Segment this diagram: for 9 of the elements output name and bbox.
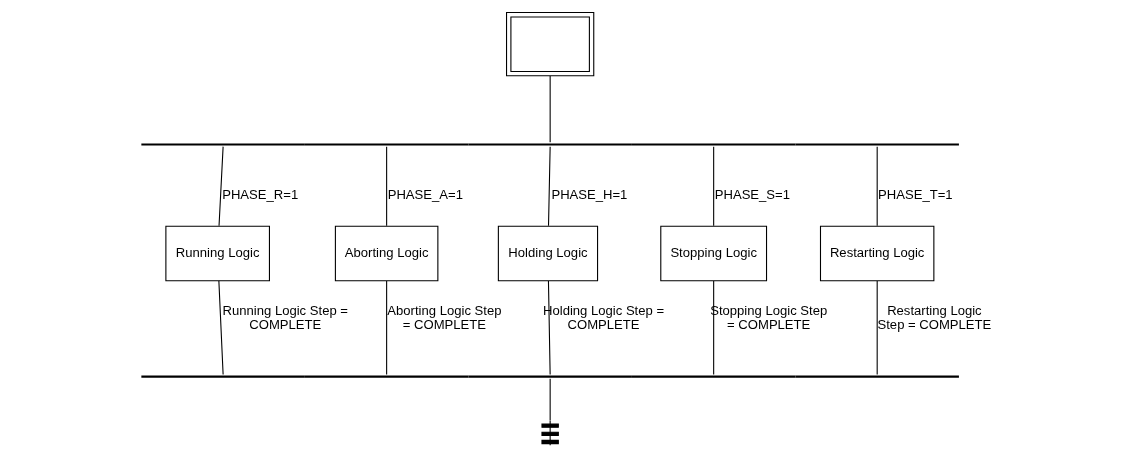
edge-label: Holding Logic Step = COMPLETE bbox=[543, 303, 665, 333]
edge-label: PHASE_R=1 bbox=[222, 186, 299, 202]
edge-label: Running Logic Step = COMPLETE bbox=[222, 303, 348, 333]
edge-label: Aborting Logic Step = COMPLETE bbox=[387, 303, 502, 333]
edge-label: PHASE_T=1 bbox=[878, 186, 953, 202]
edge-label: PHASE_A=1 bbox=[387, 186, 463, 202]
edge-label: PHASE_S=1 bbox=[714, 186, 790, 202]
edge-label: PHASE_H=1 bbox=[551, 186, 628, 202]
edge-label: Restarting Logic Step = COMPLETE bbox=[877, 303, 992, 333]
